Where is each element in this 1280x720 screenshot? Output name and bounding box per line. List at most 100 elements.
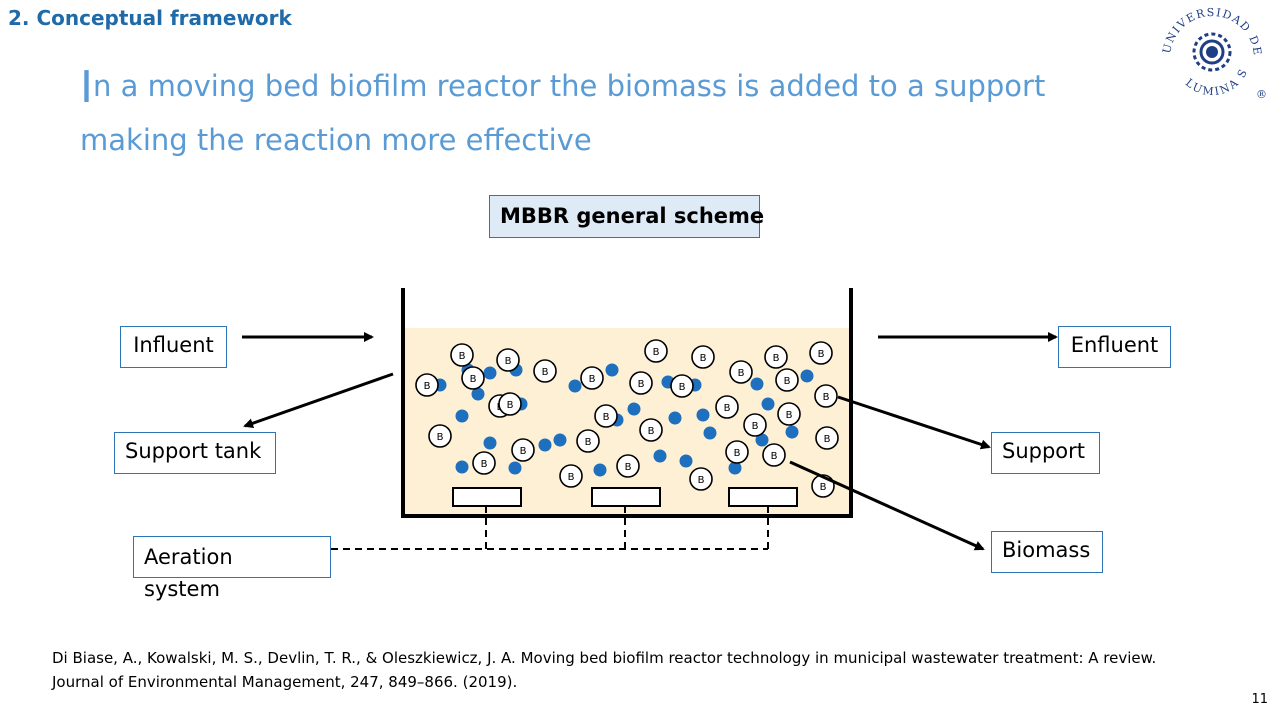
biomass-dot [728,461,742,475]
carrier-letter: B [638,379,645,390]
carrier-letter: B [818,349,825,360]
carrier-letter: B [481,459,488,470]
biomass-dot [455,409,469,423]
support-carrier: B [670,374,694,398]
biomass-dot [627,402,641,416]
support-carrier: B [576,429,600,453]
support-carrier: B [725,440,749,464]
support-arrow [837,395,991,450]
carrier-letter: B [507,400,514,411]
slide-headline: In a moving bed biofilm reactor the biom… [80,60,1120,166]
biomass-dot [593,463,607,477]
carrier-letter: B [700,353,707,364]
headline-initial: I [80,62,93,113]
carrier-letter: B [437,432,444,443]
citation-line-1: Di Biase, A., Kowalski, M. S., Devlin, T… [52,649,1157,667]
biomass-dot [508,461,522,475]
support-carrier: B [762,443,786,467]
carrier-letter: B [603,412,610,423]
carrier-letter: B [470,374,477,385]
aeration-piping [331,506,769,550]
support-carrier: B [450,343,474,367]
carrier-letter: B [738,368,745,379]
support-tank-label: Support tank [114,432,276,474]
support-carrier: B [743,413,767,437]
support-carrier: B [533,359,557,383]
carrier-letter: B [568,472,575,483]
biomass-dot [455,460,469,474]
sun-emblem-icon [1192,32,1232,72]
logo-registered-mark: ® [1256,88,1267,101]
support-carriers: BBBBBBBBBBBBBBBBBBBBBBBBBBBBBBBBB [415,339,839,498]
carrier-letter: B [771,451,778,462]
carrier-letter: B [784,376,791,387]
support-tank-arrow [243,372,394,429]
biomass-dot [668,411,682,425]
carrier-letter: B [505,356,512,367]
biomass-dot [785,425,799,439]
support-carrier: B [764,345,788,369]
citation-line-2: Journal of Environmental Management, 247… [52,673,518,691]
carrier-letter: B [773,353,780,364]
page-number: 11 [1251,692,1268,707]
support-carrier: B [559,464,583,488]
support-label: Support [991,432,1100,474]
support-carrier: B [498,392,522,416]
influent-label: Influent [120,326,227,368]
carrier-letter: B [424,381,431,392]
biomass-dot [703,426,717,440]
carrier-letter: B [679,382,686,393]
biomass-dot [750,377,764,391]
carrier-letter: B [824,434,831,445]
biomass-dot [696,408,710,422]
diffuser-left [452,487,522,507]
biomass-dot [755,433,769,447]
diffuser-center [591,487,661,507]
carrier-letter: B [820,482,827,493]
biomass-dot [483,436,497,450]
support-carrier: B [689,467,713,491]
carrier-letter: B [585,437,592,448]
support-carrier: B [814,384,838,408]
carrier-letter: B [589,374,596,385]
carrier-letter: B [823,392,830,403]
biomass-dot [553,433,567,447]
support-carrier: B [809,341,833,365]
carrier-letter: B [648,426,655,437]
biomass-dot [800,369,814,383]
support-carrier: B [616,454,640,478]
biomass-dot [761,397,775,411]
diagram-title: MBBR general scheme [489,195,764,238]
carrier-letter: B [698,475,705,486]
support-carrier: B [629,371,653,395]
biomass-dot [653,449,667,463]
carrier-letter: B [786,410,793,421]
support-carrier: B [691,345,715,369]
biomass-dot [605,363,619,377]
support-carrier: B [777,402,801,426]
section-title: 2. Conceptual framework [8,6,292,30]
support-carrier: B [815,426,839,450]
carrier-letter: B [724,403,731,414]
support-carrier: B [775,368,799,392]
carrier-letter: B [520,446,527,457]
enfluent-label: Enfluent [1058,326,1171,368]
biomass-dot [538,438,552,452]
diffuser-right [728,487,798,507]
biomass-dot [568,379,582,393]
support-carrier: B [729,360,753,384]
support-carrier: B [461,366,485,390]
support-carrier: B [715,395,739,419]
aeration-system-label: Aeration system [133,536,331,601]
support-carrier: B [639,418,663,442]
support-carrier: B [496,348,520,372]
biomass-label: Biomass [991,531,1103,573]
carrier-letter: B [653,347,660,358]
biomass-dot [483,366,497,380]
headline-text: n a moving bed biofilm reactor the bioma… [80,69,1046,157]
carrier-letter: B [459,351,466,362]
carrier-letter: B [625,462,632,473]
carrier-letter: B [752,421,759,432]
support-carrier: B [428,424,452,448]
